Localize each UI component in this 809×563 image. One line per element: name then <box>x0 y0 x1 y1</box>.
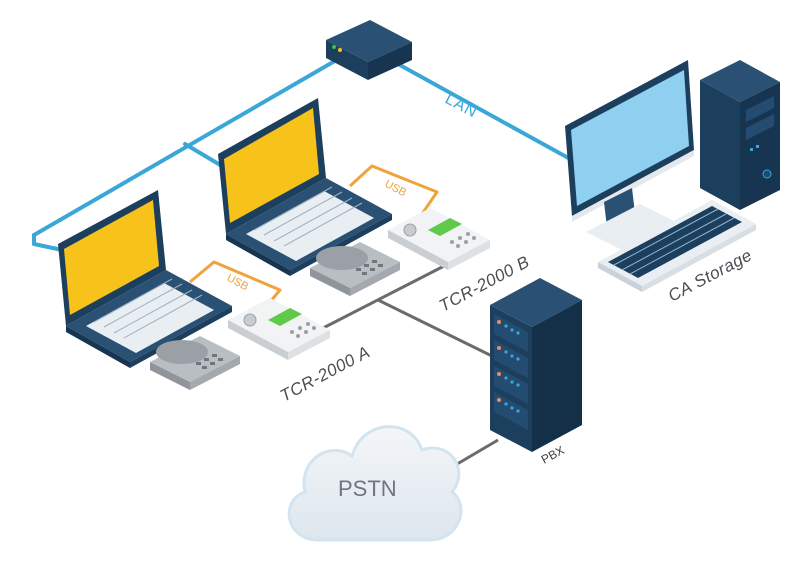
desk-phone-b[interactable] <box>310 242 400 296</box>
status-led-icon <box>338 48 342 52</box>
lan-switch[interactable] <box>326 20 412 80</box>
laptop-screen <box>64 200 159 315</box>
monitor-screen <box>571 70 689 206</box>
lan-cables <box>32 56 574 253</box>
tcr-2000-b-recorder[interactable] <box>388 208 490 270</box>
pstn-label: PSTN <box>338 476 397 501</box>
laptop-keyboard <box>86 283 214 353</box>
desk-phone-a[interactable] <box>150 336 240 390</box>
lcd-display <box>428 218 462 236</box>
lan-label: LAN <box>442 91 480 122</box>
pbx-label: PBX <box>539 443 567 467</box>
laptop-screen <box>224 108 319 223</box>
tcr-2000-a-recorder[interactable] <box>228 298 330 360</box>
ca-storage-workstation[interactable] <box>565 60 780 292</box>
status-led-icon <box>332 45 336 49</box>
laptop-keyboard <box>246 191 374 261</box>
laptop-b[interactable] <box>218 98 392 276</box>
pstn-cloud <box>287 425 463 542</box>
lcd-display <box>268 308 302 326</box>
usb-label-b: USB <box>383 178 409 199</box>
pbx-server-rack[interactable] <box>490 278 582 452</box>
laptop-a[interactable] <box>58 190 232 368</box>
